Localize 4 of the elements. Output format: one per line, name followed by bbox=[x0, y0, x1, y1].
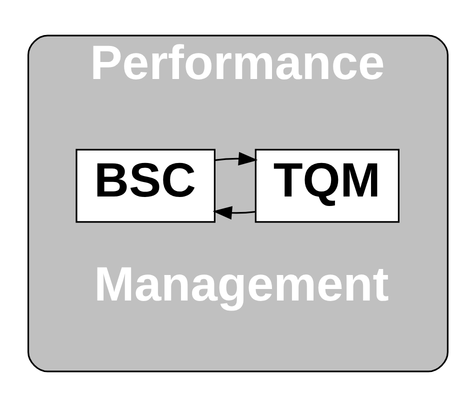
arrow bbox=[212, 206, 255, 220]
node-box: BSC bbox=[75, 148, 215, 223]
arrow bbox=[214, 152, 258, 166]
node-box: TQM bbox=[254, 148, 399, 223]
